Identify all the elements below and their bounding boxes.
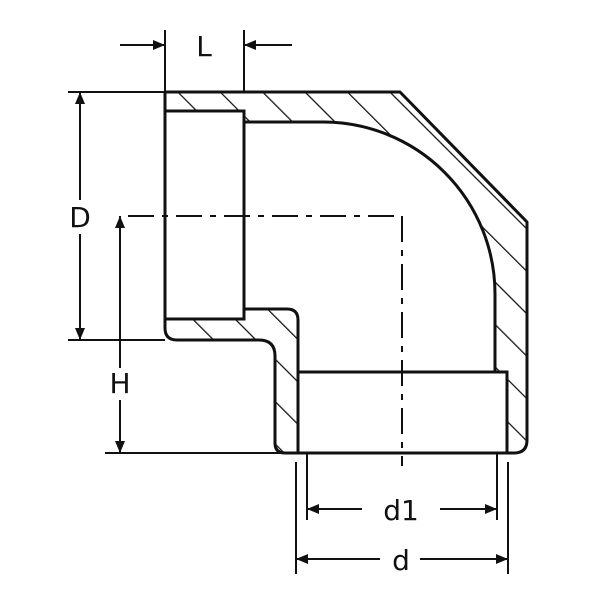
D-label: D bbox=[69, 201, 91, 234]
d-label: d bbox=[392, 544, 410, 577]
d1-label: d1 bbox=[383, 494, 419, 527]
H-label: H bbox=[109, 367, 130, 400]
L-label: L bbox=[196, 30, 212, 63]
